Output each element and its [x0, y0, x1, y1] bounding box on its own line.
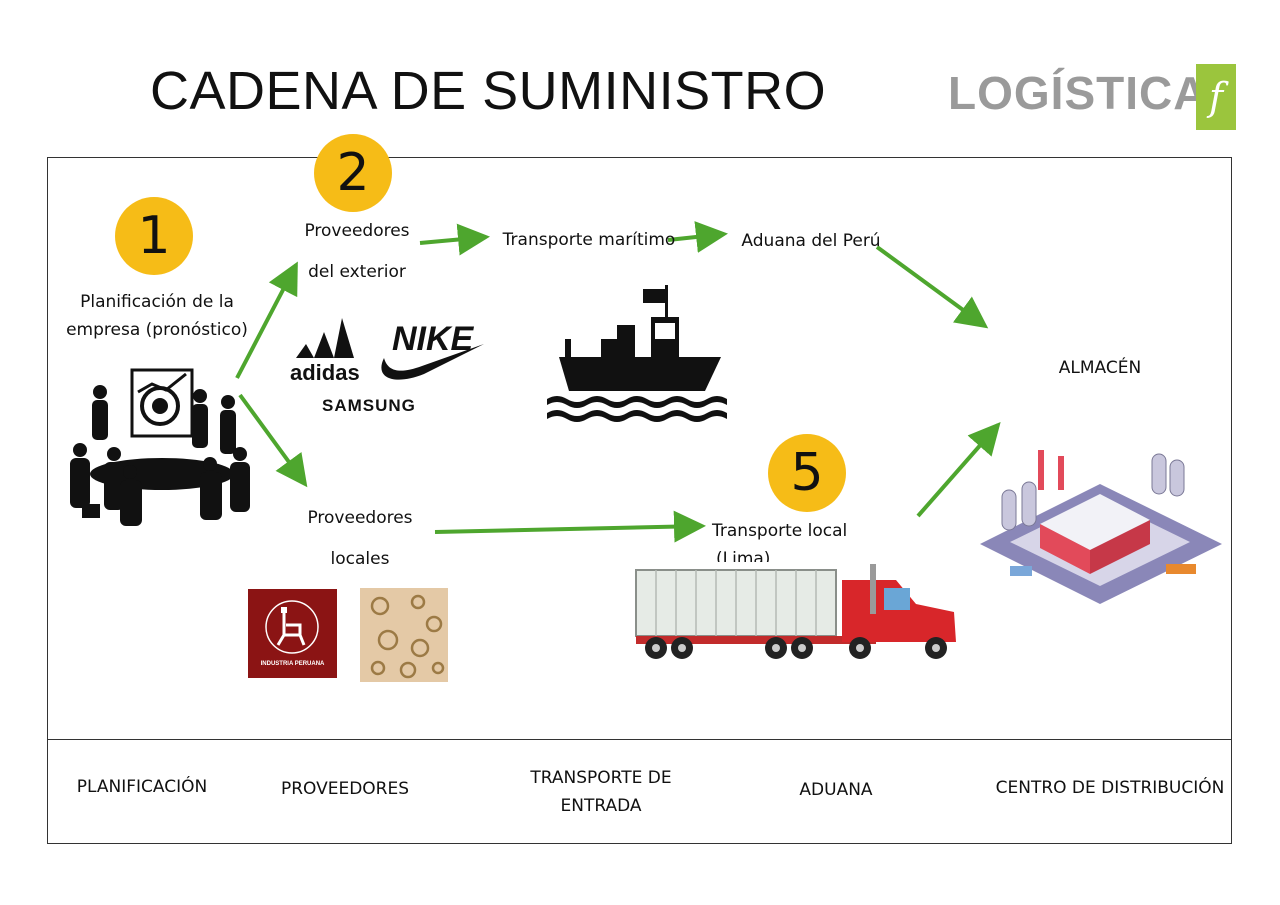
customs-label: Aduana del Perú — [741, 231, 881, 251]
logistica-logo: LOGÍSTICA — [948, 66, 1207, 120]
foreign-suppliers-label-2: del exterior — [308, 262, 406, 282]
stage-centro-distribucion: CENTRO DE DISTRIBUCIÓN — [995, 778, 1225, 798]
local-suppliers-label-2: locales — [330, 549, 390, 569]
nike-swoosh-icon — [381, 344, 484, 380]
local-suppliers-label-1: Proveedores — [307, 508, 413, 528]
local-transport-label-1: Transporte local — [712, 521, 848, 541]
sea-transport-label: Transporte marítimo — [502, 230, 676, 250]
meeting-illustration — [70, 368, 250, 526]
arrow-plan-to-foreign — [235, 261, 298, 379]
planning-label: Planificación de la empresa (pronóstico) — [66, 292, 248, 340]
step-badge-2: 2 — [314, 134, 392, 212]
warehouse-illustration — [980, 450, 1222, 604]
jewelry-photo — [360, 588, 448, 682]
warehouse-label: ALMACÉN — [1058, 358, 1142, 378]
llama-icon — [265, 600, 319, 654]
nike-wordmark: NIKE — [392, 320, 474, 358]
arrow-plan-to-local — [238, 393, 308, 488]
adidas-wordmark: adidas — [290, 360, 360, 385]
arrow-foreign-to-sea — [419, 223, 490, 256]
logo-text: LOGÍSTICA — [948, 67, 1208, 119]
ship-icon — [547, 285, 727, 422]
step-badge-1: 1 — [115, 197, 193, 275]
local-transport-label-2-clip: (Lima) — [716, 545, 796, 562]
samsung-wordmark: SAMSUNG — [322, 396, 416, 415]
stage-aduana: ADUANA — [799, 780, 873, 800]
santa-catalina-footer: INDUSTRIA PERUANA — [260, 661, 325, 667]
diagram-frame — [47, 157, 1232, 844]
santa-catalina-logo: INDUSTRIA PERUANA — [248, 589, 337, 678]
page-title: CADENA DE SUMINISTRO — [150, 61, 827, 121]
stage-planificacion: PLANIFICACIÓN — [76, 777, 208, 797]
adidas-logo — [296, 318, 354, 358]
arrow-local-to-transport — [434, 510, 706, 543]
stage-divider — [47, 739, 1232, 740]
stage-transporte-entrada: TRANSPORTE DE ENTRADA — [530, 768, 672, 816]
truck-illustration — [635, 564, 956, 659]
arrow-customs-to-warehouse — [875, 245, 989, 329]
local-transport-label-2: (Lima) — [716, 549, 771, 562]
arrow-sea-to-customs — [667, 221, 728, 253]
arrow-transport-to-warehouse — [916, 421, 1001, 518]
stage-proveedores: PROVEEDORES — [280, 779, 410, 799]
foreign-suppliers-label-1: Proveedores — [304, 221, 410, 241]
logo-f-box: f — [1196, 64, 1236, 130]
step-badge-5: 5 — [768, 434, 846, 512]
